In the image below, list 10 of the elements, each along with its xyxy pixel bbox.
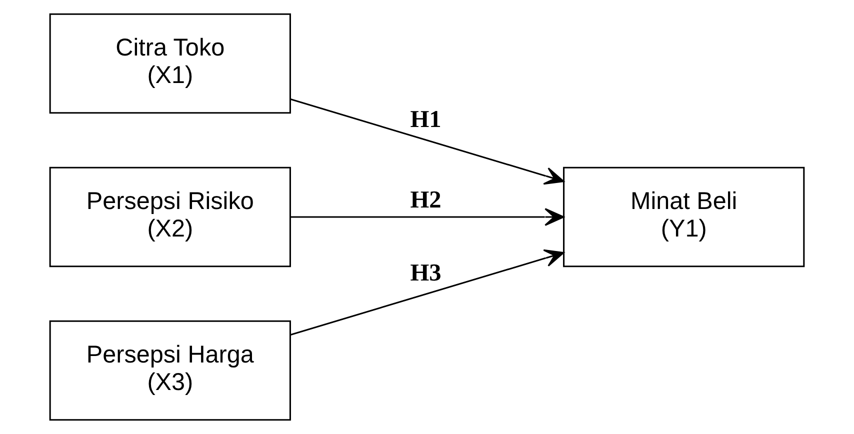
node-box: Persepsi Risiko (X2) bbox=[49, 166, 291, 268]
edge-label: H2 bbox=[410, 186, 442, 214]
edge-label: H1 bbox=[410, 106, 442, 134]
edge-label: H3 bbox=[410, 260, 442, 287]
arrow bbox=[290, 249, 564, 336]
node-box: Minat Beli (Y1) bbox=[563, 166, 805, 268]
arrow bbox=[290, 98, 564, 185]
node-box: Citra Toko (X1) bbox=[49, 13, 291, 114]
arrow bbox=[290, 208, 564, 226]
node-box: Persepsi Harga (X3) bbox=[49, 320, 291, 421]
